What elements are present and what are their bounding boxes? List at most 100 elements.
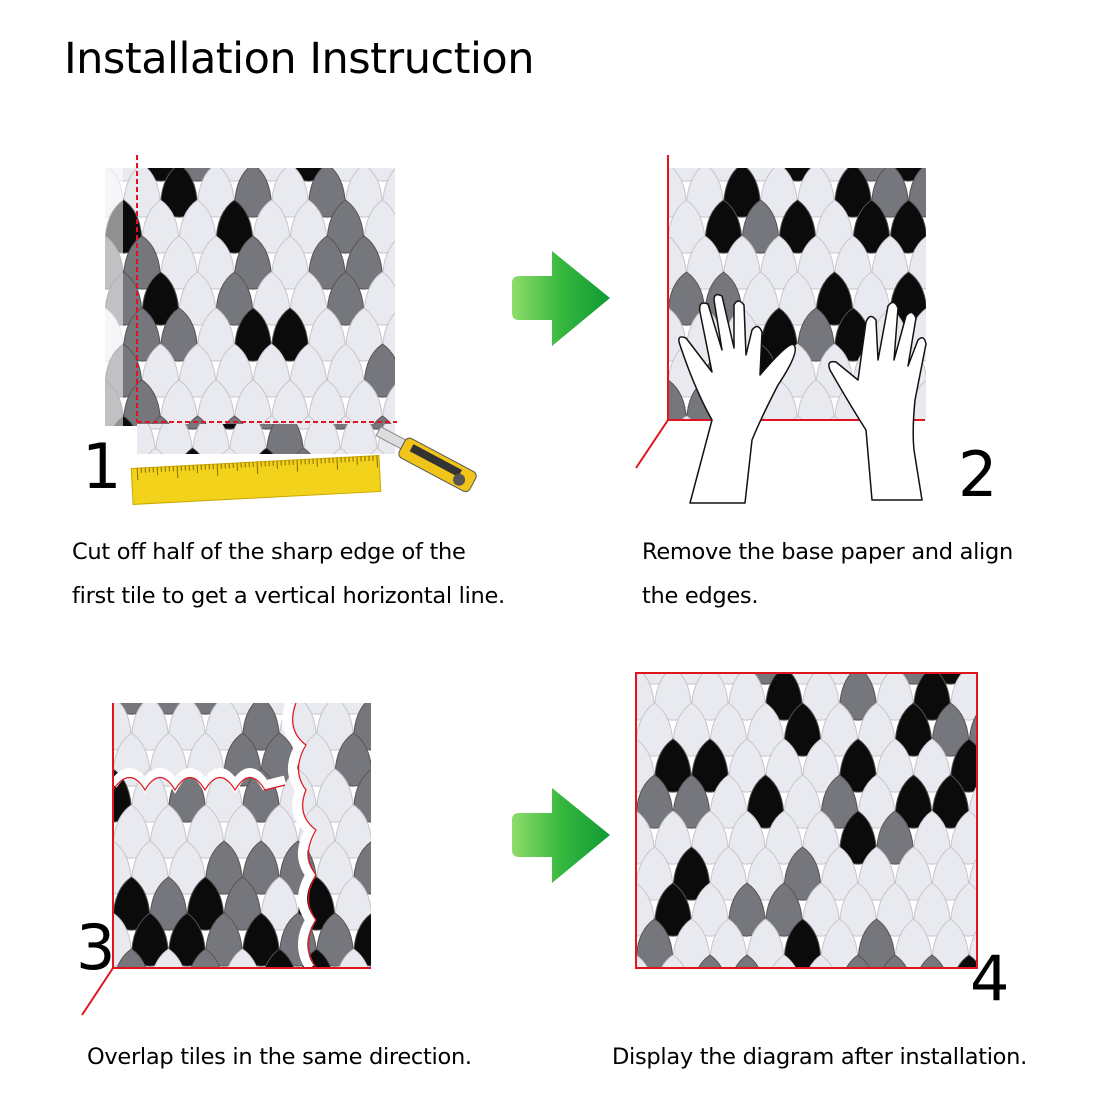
tile-scale xyxy=(148,447,163,454)
tile-scale xyxy=(631,416,668,469)
tile-scale xyxy=(233,379,273,426)
tile-scale xyxy=(186,804,225,859)
tile-scale xyxy=(778,199,817,254)
ruler-tick xyxy=(216,463,219,476)
tile-scale xyxy=(50,164,87,217)
tile-scale xyxy=(778,271,817,326)
installed-area-border xyxy=(635,672,978,969)
tile-scale xyxy=(167,703,207,751)
tile-scale xyxy=(264,948,295,968)
tile-scale xyxy=(259,447,274,454)
tile-scale xyxy=(668,235,669,246)
tile-scale xyxy=(113,876,151,931)
step-4-caption: Display the diagram after installation. xyxy=(612,1035,1027,1079)
tile-scale xyxy=(396,376,433,429)
tile-scale xyxy=(105,379,106,390)
tile-scale xyxy=(690,810,730,865)
tile-scale xyxy=(668,379,687,420)
tile-scale xyxy=(289,271,328,326)
tile-scale xyxy=(815,199,854,254)
tile-scale xyxy=(105,235,106,246)
tile-scale xyxy=(636,882,637,893)
tile-scale xyxy=(709,774,748,829)
tile-scale xyxy=(333,447,348,454)
tile-scale xyxy=(672,702,711,757)
tile-scale xyxy=(764,810,804,865)
tile-sheet-step-2 xyxy=(613,168,926,469)
caption-line: Remove the base paper and align xyxy=(642,539,1013,565)
tile-scale xyxy=(141,199,180,254)
tile-scale xyxy=(828,415,841,420)
tile-scale xyxy=(153,948,184,968)
tile-scale xyxy=(363,343,395,398)
tile-scale xyxy=(315,768,355,823)
tile-scale xyxy=(280,985,317,1038)
tile-scale xyxy=(741,271,780,326)
tile-scale xyxy=(334,876,371,931)
tile-scale xyxy=(672,918,711,968)
tile-scale xyxy=(746,846,785,901)
tile-scale xyxy=(783,774,822,829)
tile-scale xyxy=(988,811,1025,864)
tile-scale xyxy=(949,738,977,793)
tile-scale xyxy=(704,199,743,254)
tile-scale xyxy=(159,379,199,426)
tile-scale xyxy=(155,424,193,454)
page-title: Installation Instruction xyxy=(64,34,534,84)
tile-scale xyxy=(796,235,836,290)
tile-scale xyxy=(122,168,162,218)
tile-scale xyxy=(122,307,162,362)
overlap-seams-outline xyxy=(112,702,317,969)
tile-scale xyxy=(190,948,221,968)
tile-scale xyxy=(372,805,409,858)
tile-scale xyxy=(722,235,762,290)
tile-scale xyxy=(372,949,409,1002)
tile-scale xyxy=(672,774,711,829)
tile-scale xyxy=(660,954,686,968)
tile-scale xyxy=(401,200,438,253)
tile-scale xyxy=(260,804,299,859)
tile-scale xyxy=(223,876,262,931)
tile-scale xyxy=(204,703,244,751)
tile-scale xyxy=(196,307,236,362)
tile-scale xyxy=(949,810,977,865)
tile-scale xyxy=(838,882,878,937)
tile-scale xyxy=(215,343,254,398)
tile-scale xyxy=(372,661,409,714)
tile-scale xyxy=(401,272,438,325)
tile-scale xyxy=(613,380,650,433)
tile-scale xyxy=(912,673,952,721)
tile-scale xyxy=(204,912,244,967)
tile-scale xyxy=(105,307,106,318)
tile-scale xyxy=(204,840,244,895)
ruler-tick xyxy=(336,457,339,470)
tile-scale xyxy=(370,447,385,454)
tile-scale xyxy=(931,846,970,901)
tile-scale xyxy=(581,955,618,1008)
tile-scale xyxy=(326,199,365,254)
tile-scale xyxy=(697,954,723,968)
tile-scale xyxy=(988,883,1025,936)
tile-scale xyxy=(167,912,207,967)
tile-scale xyxy=(50,236,87,289)
tile-scale xyxy=(315,840,355,895)
tile-scale xyxy=(894,702,933,757)
tile-scale xyxy=(58,985,95,1038)
tile-scale xyxy=(206,985,243,1038)
tile-scale xyxy=(270,168,310,218)
tile-scale xyxy=(132,985,169,1038)
caption-line: the edges. xyxy=(642,583,759,609)
tile-scale xyxy=(912,810,952,865)
tile-scale xyxy=(130,703,170,751)
tile-scale xyxy=(1006,631,1043,684)
tile-scale xyxy=(636,954,637,965)
tile-scale xyxy=(709,846,748,901)
tile-scale xyxy=(759,168,799,218)
tile-scale xyxy=(289,199,328,254)
tile-scale xyxy=(741,199,780,254)
tile-scale xyxy=(668,168,669,174)
tile-scale xyxy=(882,954,908,968)
step-number-1: 1 xyxy=(82,430,122,503)
tile-scale xyxy=(307,379,347,426)
tile-scale xyxy=(169,985,206,1038)
